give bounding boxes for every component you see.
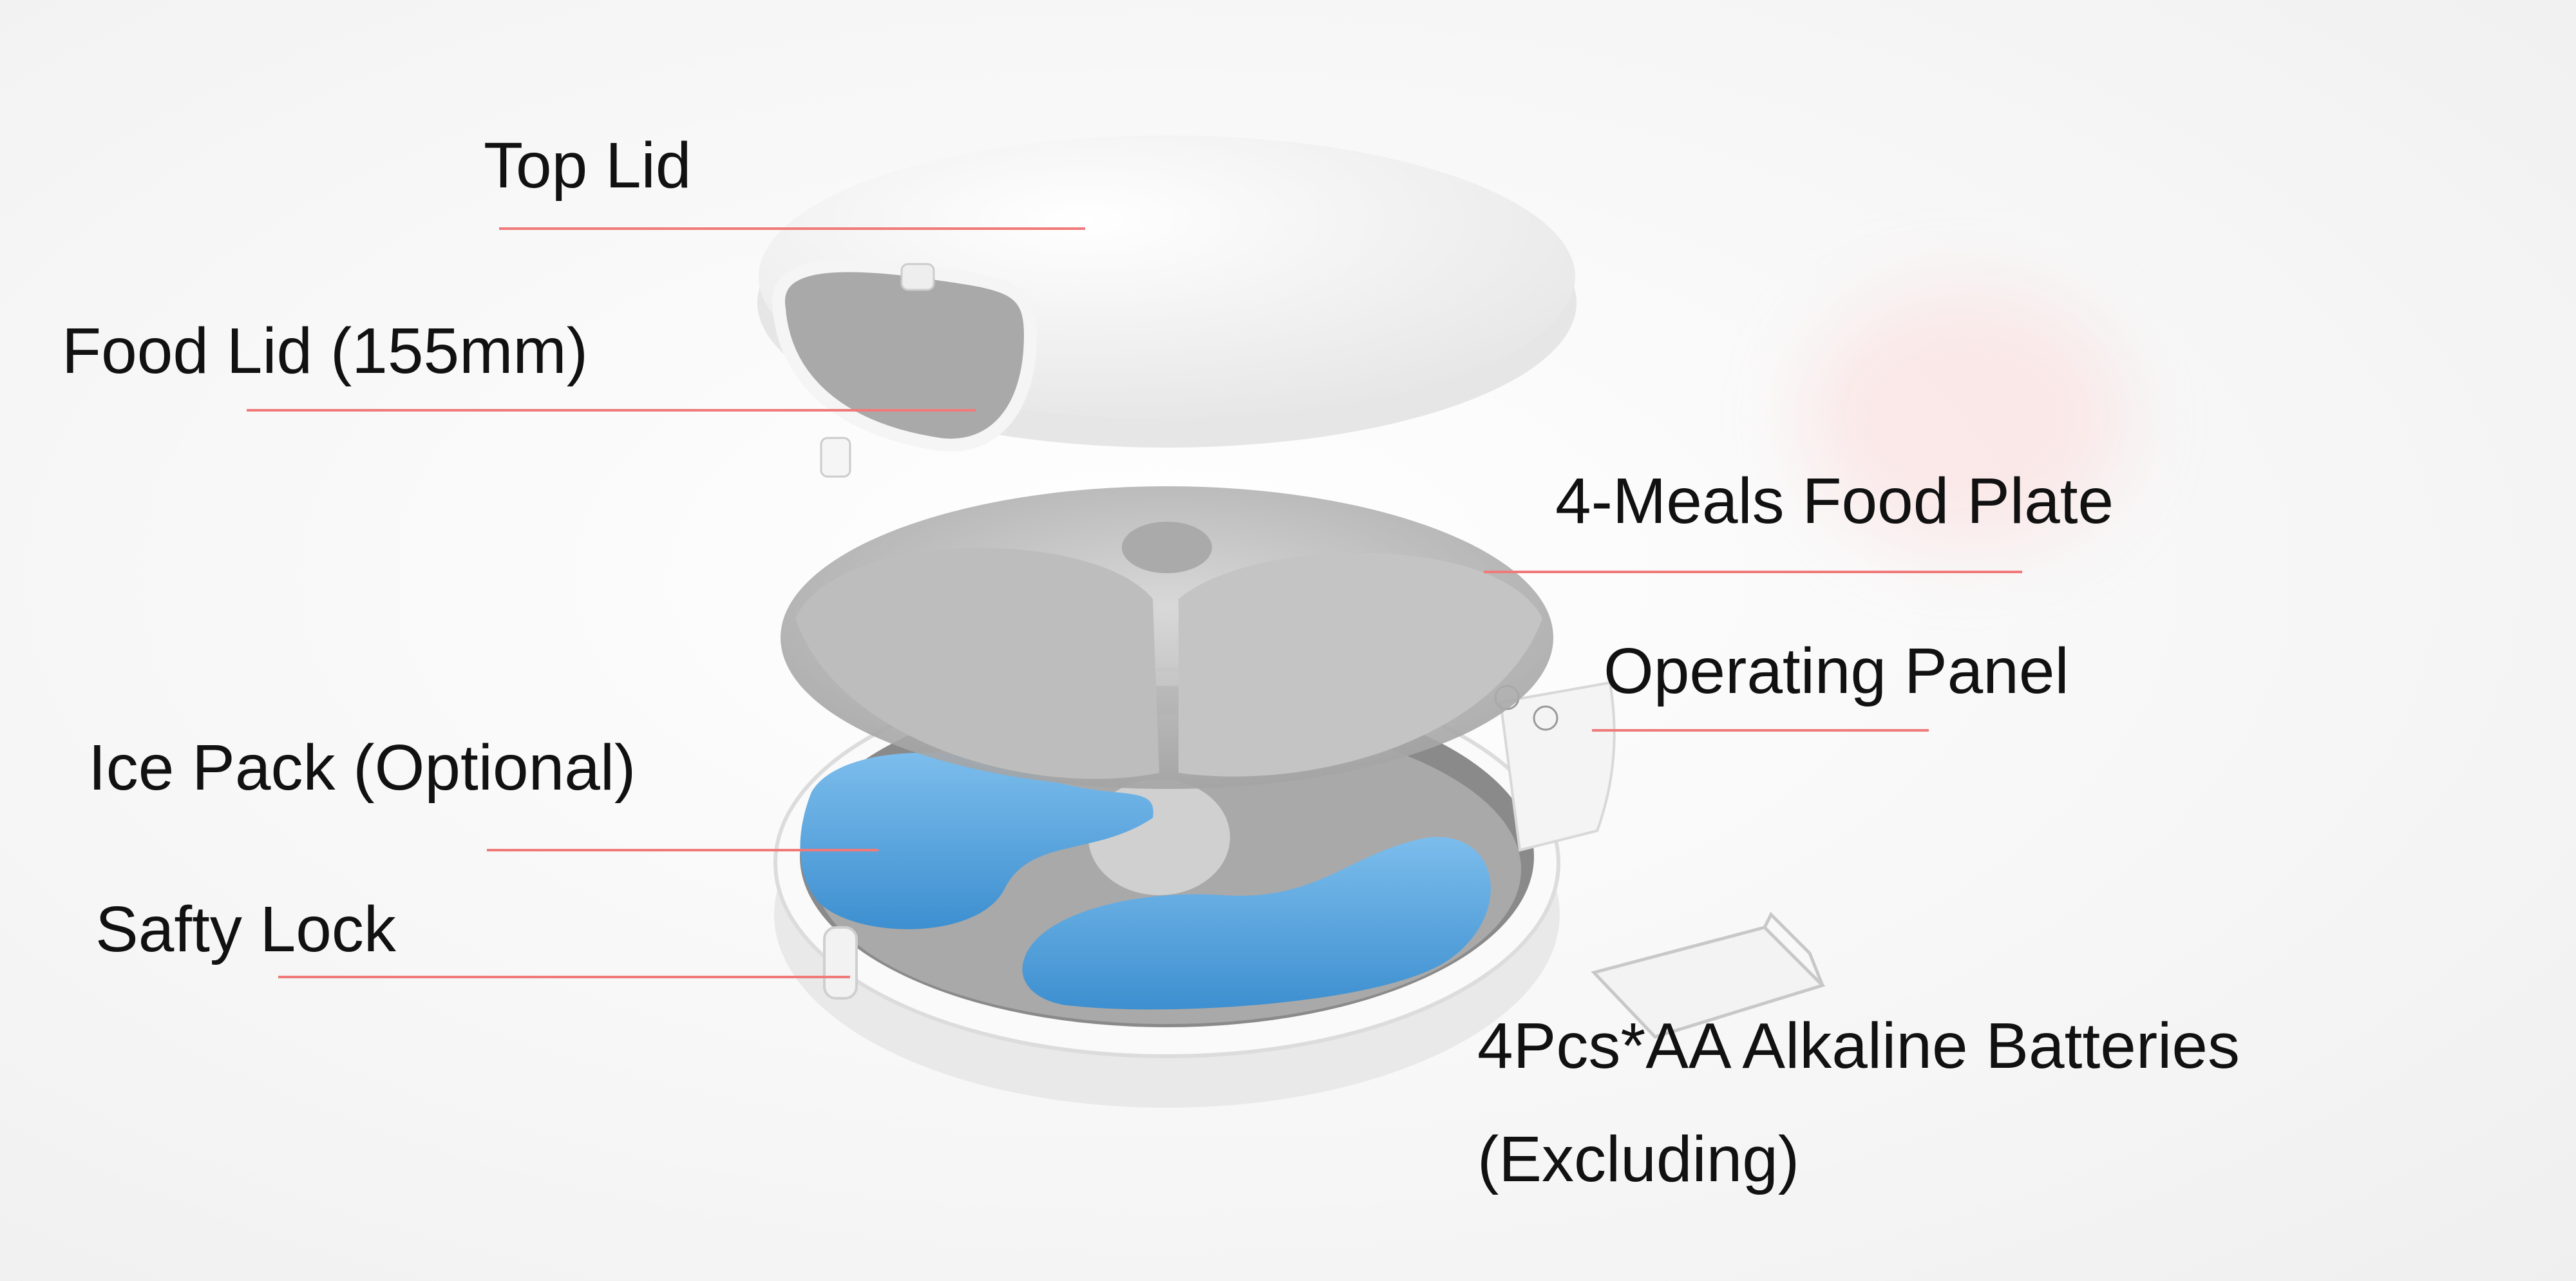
label-batteries-note: (Excluding) xyxy=(1477,1123,1800,1195)
label-operating-panel: Operating Panel xyxy=(1604,635,2069,707)
ice-pack-left xyxy=(800,752,1153,929)
label-ice-pack: Ice Pack (Optional) xyxy=(88,732,636,804)
label-safety-lock: Safty Lock xyxy=(95,893,396,965)
safety-lock xyxy=(823,926,858,1000)
leader-line-operating-panel xyxy=(1592,729,1929,732)
label-food-plate: 4-Meals Food Plate xyxy=(1555,465,2114,537)
label-top-lid: Top Lid xyxy=(484,129,692,202)
food-plate xyxy=(781,486,1553,789)
background-glow xyxy=(1803,290,2125,547)
operating-panel xyxy=(1499,681,1616,852)
food-lid xyxy=(772,259,1037,452)
leader-line-ice-pack xyxy=(487,849,878,851)
leader-line-safety-lock xyxy=(278,976,850,978)
leader-line-food-plate xyxy=(1484,571,2022,573)
battery-cover xyxy=(1591,911,1826,1039)
leader-line-food-lid xyxy=(247,409,976,412)
top-lid xyxy=(757,135,1577,478)
leader-line-top-lid xyxy=(499,227,1085,230)
label-batteries: 4Pcs*AA Alkaline Batteries xyxy=(1477,1010,2240,1082)
ice-pack-right xyxy=(1022,837,1491,1010)
label-food-lid: Food Lid (155mm) xyxy=(62,315,588,387)
